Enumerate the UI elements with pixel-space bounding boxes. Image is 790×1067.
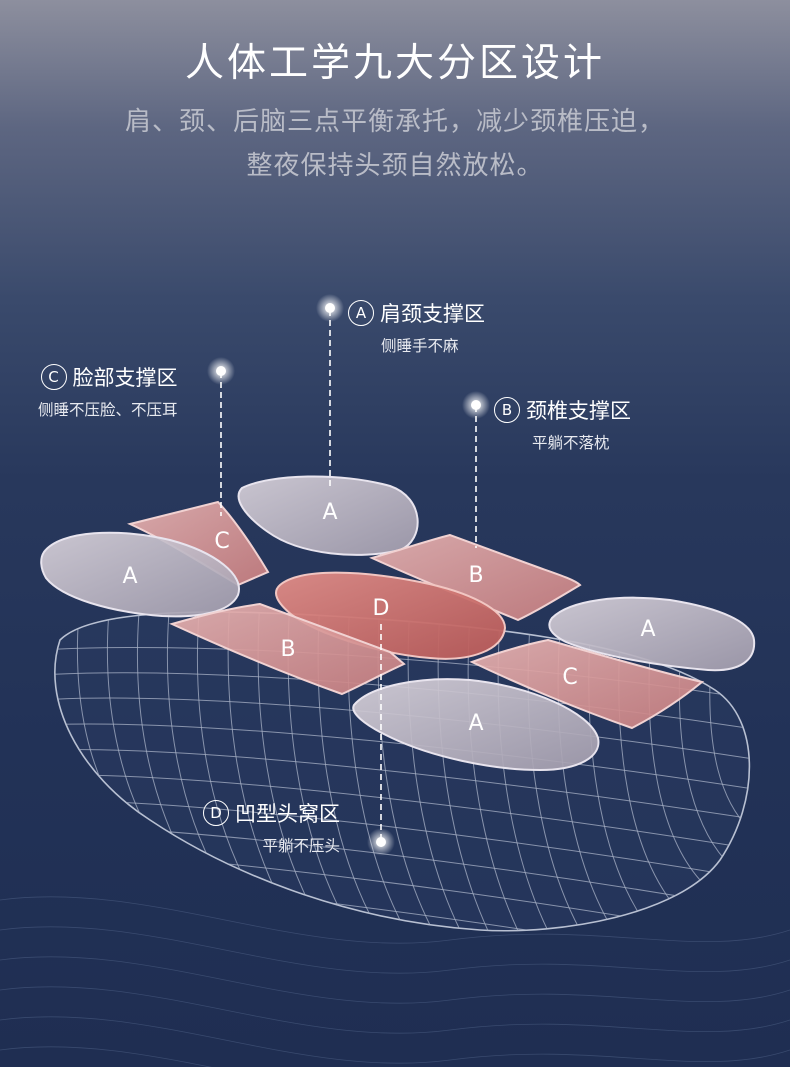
zone-a-right: A — [548, 596, 756, 672]
callout-head-hollow: D 凹型头窝区 平躺不压头 — [203, 798, 340, 856]
callout-a-desc: 侧睡手不麻 — [381, 337, 459, 355]
callout-d-desc: 平躺不压头 — [262, 837, 340, 855]
zone-b-left: B — [169, 602, 406, 696]
badge-d: D — [203, 800, 229, 826]
badge-b: B — [494, 397, 520, 423]
callout-b-title: 颈椎支撑区 — [526, 399, 631, 423]
callout-b-desc: 平躺不落枕 — [532, 434, 610, 452]
callout-d-title: 凹型头窝区 — [235, 802, 340, 826]
callout-cervical: B 颈椎支撑区 平躺不落枕 — [494, 395, 631, 453]
leader-dots — [207, 294, 490, 856]
zone-d-center-label: D — [373, 596, 390, 621]
callout-c-desc: 侧睡不压脸、不压耳 — [38, 401, 178, 419]
zone-c-top-label: C — [214, 529, 229, 554]
background-wave-mesh — [0, 896, 790, 1067]
callout-face: C 脸部支撑区 侧睡不压脸、不压耳 — [38, 362, 178, 420]
subtitle-line-1: 肩、颈、后脑三点平衡承托，减少颈椎压迫， — [124, 107, 665, 137]
badge-c: C — [40, 364, 67, 390]
subtitle-line-2: 整夜保持头颈自然放松。 — [246, 151, 544, 181]
zone-b-top-label: B — [468, 563, 483, 588]
callout-a-title: 肩颈支撑区 — [380, 302, 485, 326]
zone-a-right-label: A — [640, 617, 655, 642]
badge-a: A — [348, 300, 374, 326]
zone-c-right-label: C — [562, 665, 577, 690]
zone-a-left-label: A — [122, 564, 137, 589]
zone-c-right: C — [469, 638, 705, 730]
zone-a-top: A — [237, 475, 419, 556]
zone-a-bottom: A — [352, 678, 600, 772]
leader-lines — [220, 310, 477, 840]
page-subtitle: 肩、颈、后脑三点平衡承托，减少颈椎压迫， 整夜保持头颈自然放松。 — [0, 100, 790, 188]
zone-a-left: A — [40, 531, 240, 618]
zone-a-top-label: A — [322, 500, 337, 525]
callout-c-title: 脸部支撑区 — [72, 366, 178, 390]
callout-shoulder-neck: A 肩颈支撑区 侧睡手不麻 — [348, 298, 485, 356]
page-title: 人体工学九大分区设计 — [184, 41, 605, 86]
zone-a-bottom-label: A — [468, 711, 483, 736]
zone-b-left-label: B — [280, 637, 295, 662]
